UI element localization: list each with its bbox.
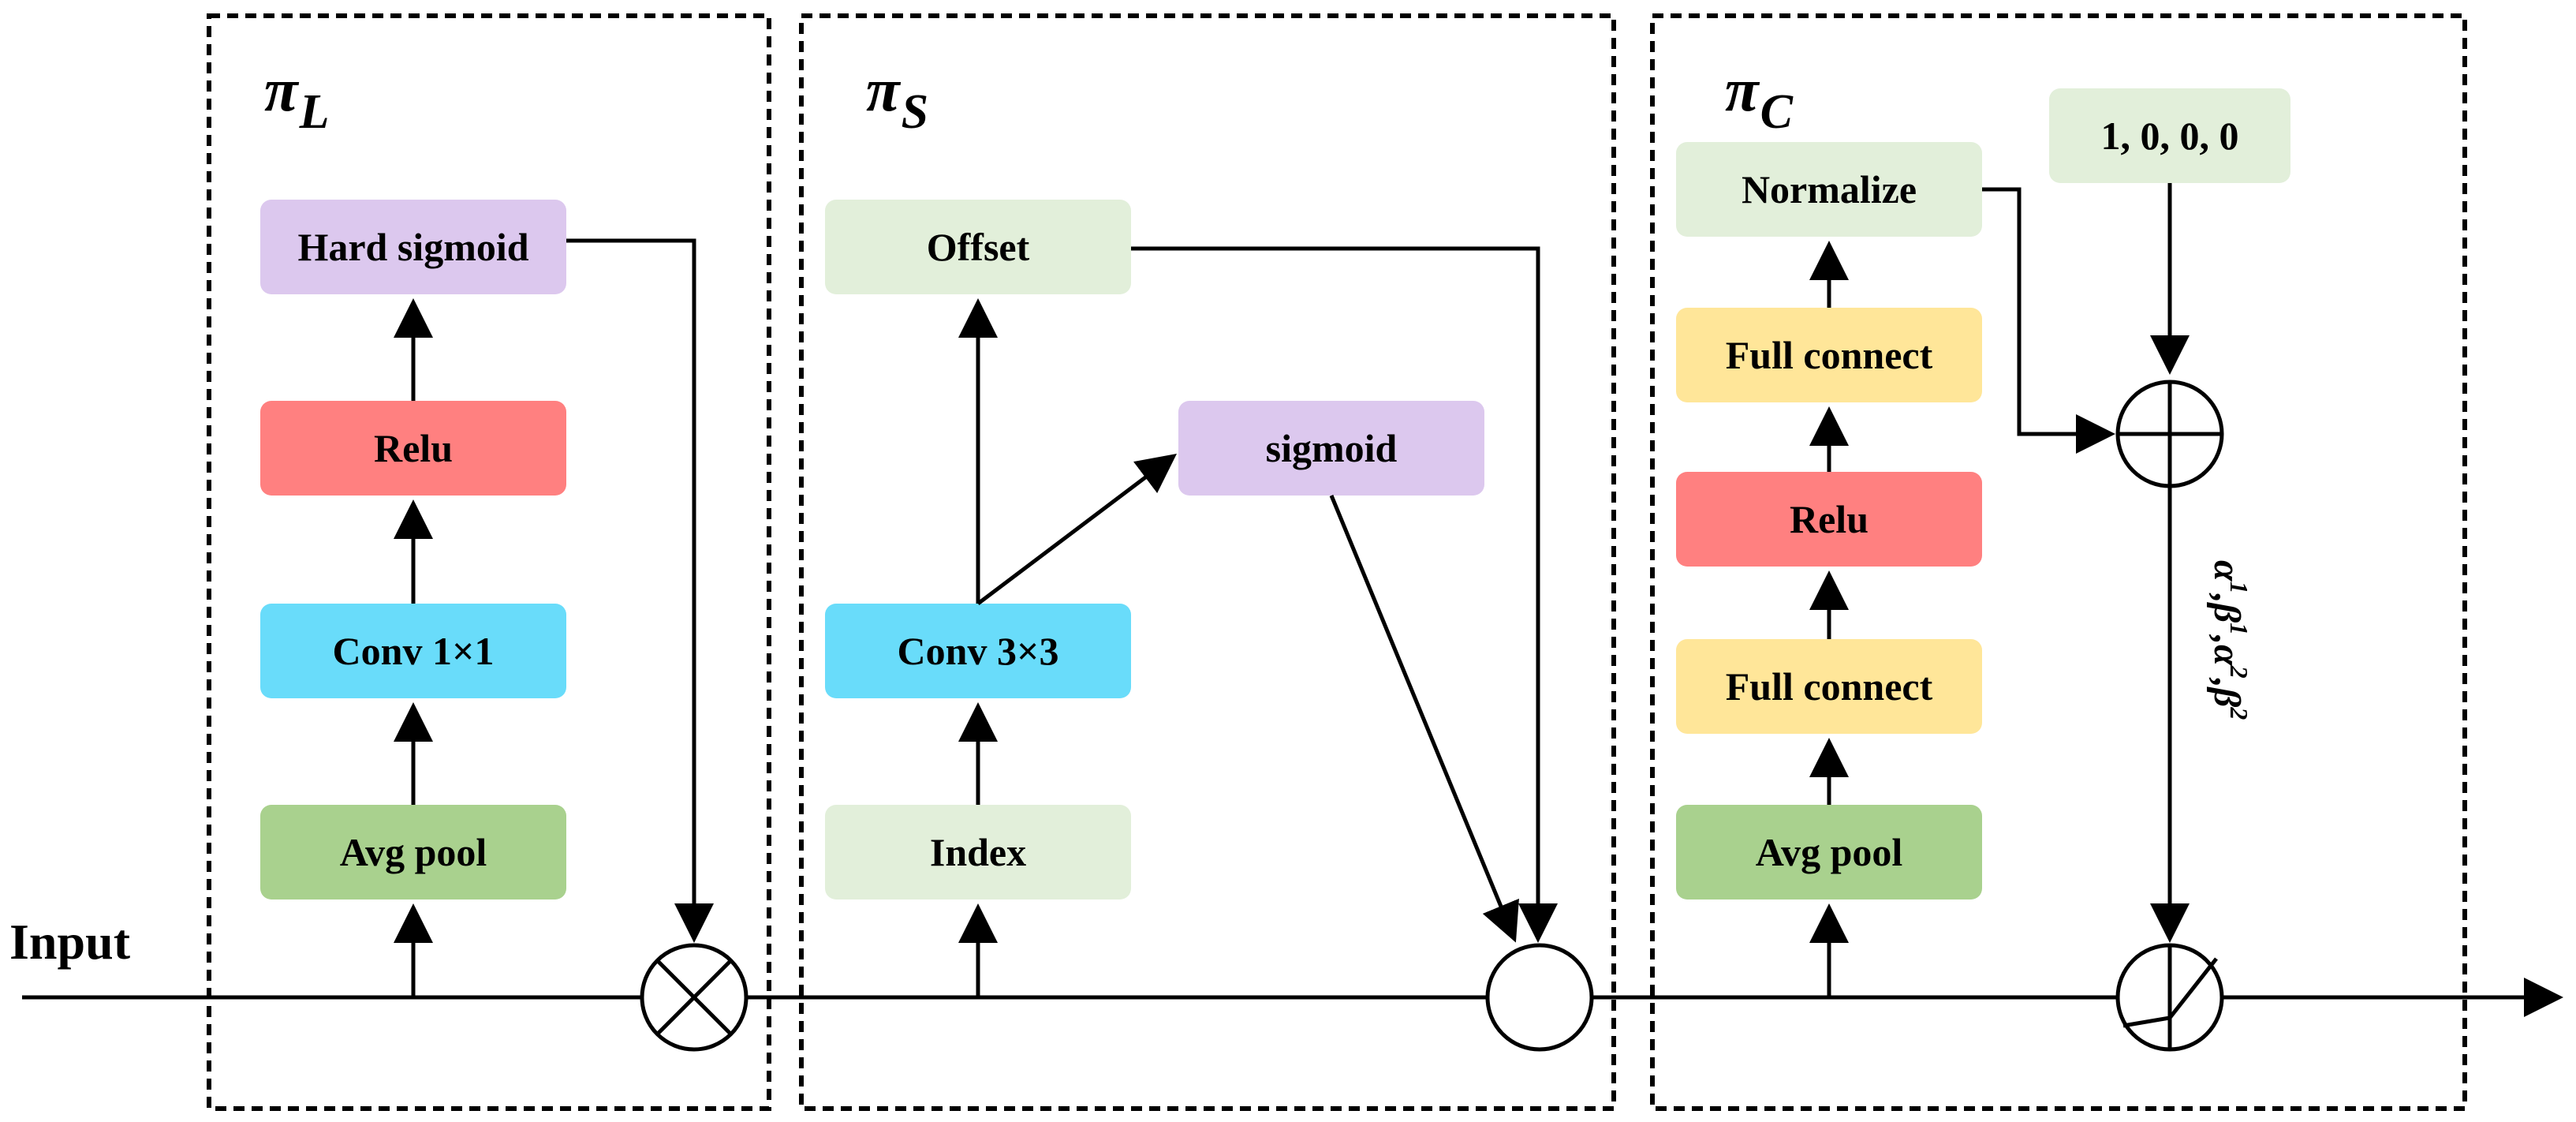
c-avgpool-label: Avg pool <box>1756 830 1903 874</box>
c-fc1-label: Full connect <box>1726 664 1933 709</box>
pi-c-title: πC <box>1725 55 1794 139</box>
s-offset-label: Offset <box>927 225 1030 269</box>
piecewise-activation-node <box>2115 943 2224 1052</box>
c-normalize-block <box>1676 142 1982 237</box>
c-constant-label: 1, 0, 0, 0 <box>2101 114 2239 158</box>
c-fc1-block <box>1676 639 1982 734</box>
coefficient-label: α1,β1,α2,β2 <box>2206 560 2253 720</box>
l-conv-label: Conv 1×1 <box>333 629 495 673</box>
c-constant-block <box>2049 88 2290 183</box>
pi-l-frame <box>207 13 771 1111</box>
l-hard-sigmoid-block <box>260 200 566 294</box>
c-fc2-block <box>1676 308 1982 402</box>
s-offset-to-node-arrow <box>1131 246 1558 943</box>
s-index-block <box>825 805 1131 899</box>
pi-c-frame <box>1650 13 2467 1111</box>
c-avgpool-block <box>1676 805 1982 899</box>
s-sigmoid-block <box>1178 401 1484 496</box>
pi-s-frame <box>799 13 1616 1111</box>
c-relu-block <box>1676 472 1982 567</box>
c-fc2-label: Full connect <box>1726 333 1933 377</box>
s-conv-to-sigmoid-arrow <box>976 453 1177 605</box>
s-sigmoid-label: sigmoid <box>1266 426 1398 470</box>
s-sigmoid-to-node-arrow <box>1329 495 1519 943</box>
l-hard-sigmoid-to-multiply-arrow <box>566 238 714 943</box>
s-conv-block <box>825 604 1131 698</box>
add-node <box>2115 380 2224 488</box>
multiply-node <box>640 943 749 1052</box>
input-label: Input <box>9 914 131 970</box>
pi-s-title: πS <box>866 55 928 139</box>
l-conv-block <box>260 604 566 698</box>
l-relu-block <box>260 401 566 496</box>
activation-curve-line <box>2122 957 2218 1028</box>
l-hard-sigmoid-label: Hard sigmoid <box>297 225 528 269</box>
s-conv-label: Conv 3×3 <box>898 629 1059 673</box>
pi-l-title: πL <box>264 55 329 139</box>
l-avgpool-block <box>260 805 566 899</box>
s-index-label: Index <box>930 830 1026 874</box>
spatial-node <box>1485 943 1594 1052</box>
c-relu-label: Relu <box>1790 497 1869 541</box>
c-normalize-label: Normalize <box>1742 167 1917 211</box>
l-avgpool-label: Avg pool <box>340 830 487 874</box>
s-offset-block <box>825 200 1131 294</box>
c-normalize-to-add-arrow <box>1982 187 2115 454</box>
multiply-cross-line-b <box>655 959 733 1036</box>
l-relu-label: Relu <box>374 426 453 470</box>
